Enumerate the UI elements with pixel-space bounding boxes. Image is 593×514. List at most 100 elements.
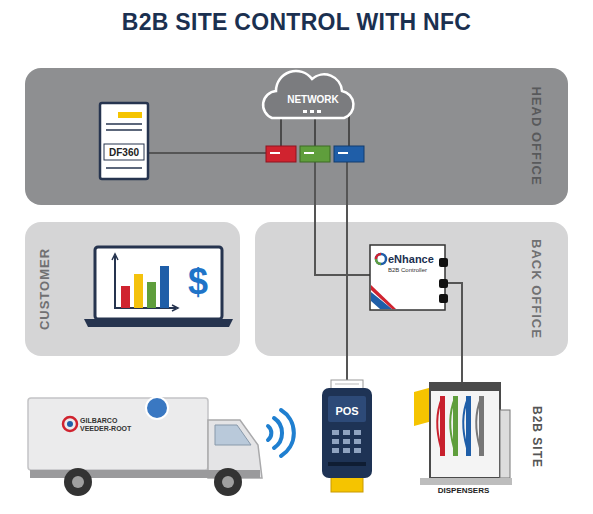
- server-stripe: [118, 112, 142, 118]
- node-label: GILBARCO VEEDER-ROOT: [80, 417, 142, 433]
- currency-symbol: $: [178, 262, 218, 302]
- connector-line: [148, 152, 266, 154]
- server-label-frame: [104, 144, 144, 160]
- server-line: [106, 167, 142, 169]
- node-label: POS: [322, 405, 372, 417]
- server-icon: [100, 103, 148, 179]
- connector-line: [445, 283, 462, 383]
- pos-keypad: [332, 430, 361, 453]
- pos-key: [354, 430, 361, 435]
- controller-logo-arc: [376, 259, 381, 264]
- node-label: BACK OFFICE: [529, 239, 544, 339]
- back-office-band: BACK OFFICE eNhanceB2B Controller: [255, 222, 568, 356]
- node-label: DISPENSERS: [412, 487, 515, 496]
- controller-logo-arc: [376, 254, 381, 259]
- diagram-title: B2B SITE CONTROL WITH NFC: [0, 9, 593, 36]
- pos-terminal: POS: [322, 380, 372, 492]
- pos-icon: [322, 380, 372, 492]
- pos-key: [354, 439, 361, 444]
- controller-port: [439, 279, 448, 288]
- dispenser-icon: [414, 383, 512, 485]
- pos-key: [343, 448, 350, 453]
- pos-card: [331, 462, 363, 492]
- nfc-wave: [268, 426, 271, 440]
- chart-bar: [134, 274, 143, 308]
- controller-port: [439, 258, 448, 267]
- axis-tip: [112, 254, 118, 260]
- truck-emblem: [146, 397, 168, 419]
- server-slot: [304, 152, 314, 154]
- server-line: [106, 123, 142, 125]
- site-label: B2B SITE: [529, 406, 542, 468]
- fuel-nozzle: [466, 396, 471, 456]
- laptop-screen: [95, 247, 222, 319]
- truck-window: [215, 425, 251, 445]
- truck-cab: [208, 420, 262, 478]
- laptop-icon: [84, 247, 233, 327]
- dispenser-group: DISPENSERS: [412, 383, 515, 503]
- network-wire: [348, 116, 350, 146]
- pos-receipt: [331, 380, 363, 392]
- chart-bar: [147, 282, 156, 308]
- server-node: DF360: [100, 103, 148, 179]
- head-office-band: HEAD OFFICE DF360 NETWORK: [25, 68, 568, 205]
- truck-logo: [63, 417, 77, 431]
- cloud-dot: [310, 110, 314, 113]
- controller-case: [370, 245, 445, 310]
- truck-chassis: [30, 470, 260, 478]
- node-label: HEAD OFFICE: [529, 86, 544, 185]
- nfc-wave: [281, 410, 294, 456]
- controller-icon: [370, 245, 448, 310]
- pos-key: [332, 439, 339, 444]
- pos-key: [354, 448, 361, 453]
- fuel-hose: [450, 398, 455, 448]
- network-node: NETWORK: [266, 72, 372, 162]
- nfc-wave: [274, 418, 282, 448]
- delivery-truck: GILBARCO VEEDER-ROOT: [25, 393, 262, 497]
- red-server: [266, 146, 296, 162]
- dispenser-flag: [414, 386, 436, 426]
- pos-body: [322, 388, 372, 478]
- fuel-hose: [463, 398, 468, 448]
- dispenser-side: [500, 410, 510, 478]
- chart-axis: [115, 256, 176, 308]
- controller-logo: [376, 254, 386, 264]
- node-label: CUSTOMER: [38, 248, 53, 330]
- green-server: [300, 146, 330, 162]
- truck-logo-core: [67, 421, 73, 427]
- fuel-hose: [437, 398, 442, 448]
- truck-wheel: [214, 468, 242, 496]
- controller-box: eNhanceB2B Controller: [370, 245, 445, 310]
- cloud-dot: [317, 110, 321, 113]
- node-label: NETWORK: [266, 94, 360, 105]
- axis-tip: [172, 305, 178, 311]
- chart-bar: [121, 286, 130, 308]
- fuel-nozzle: [479, 396, 484, 456]
- blue-server: [334, 146, 364, 162]
- fuel-nozzle: [453, 396, 458, 456]
- connector-line: [315, 162, 370, 275]
- pos-key: [343, 439, 350, 444]
- truck-hub: [222, 476, 234, 488]
- connector-line: [346, 162, 348, 380]
- controller-swoosh: [371, 292, 392, 309]
- cloud-dot: [303, 110, 307, 113]
- nfc-waves: [268, 410, 294, 456]
- truck-wheel: [64, 468, 92, 496]
- pos-screen: [328, 396, 366, 422]
- network-cloud-shape: [263, 71, 353, 118]
- node-sublabel: B2B Controller: [388, 267, 443, 274]
- fuel-nozzle: [440, 396, 445, 456]
- chart-bar: [160, 266, 169, 308]
- dispenser-base: [420, 478, 512, 485]
- truck-icon: [28, 397, 262, 496]
- controller-port: [439, 294, 448, 303]
- fuel-hose: [476, 398, 481, 448]
- server-slot: [270, 152, 280, 154]
- server-case: [100, 103, 148, 179]
- server-slot: [338, 152, 348, 154]
- network-wire: [280, 116, 282, 146]
